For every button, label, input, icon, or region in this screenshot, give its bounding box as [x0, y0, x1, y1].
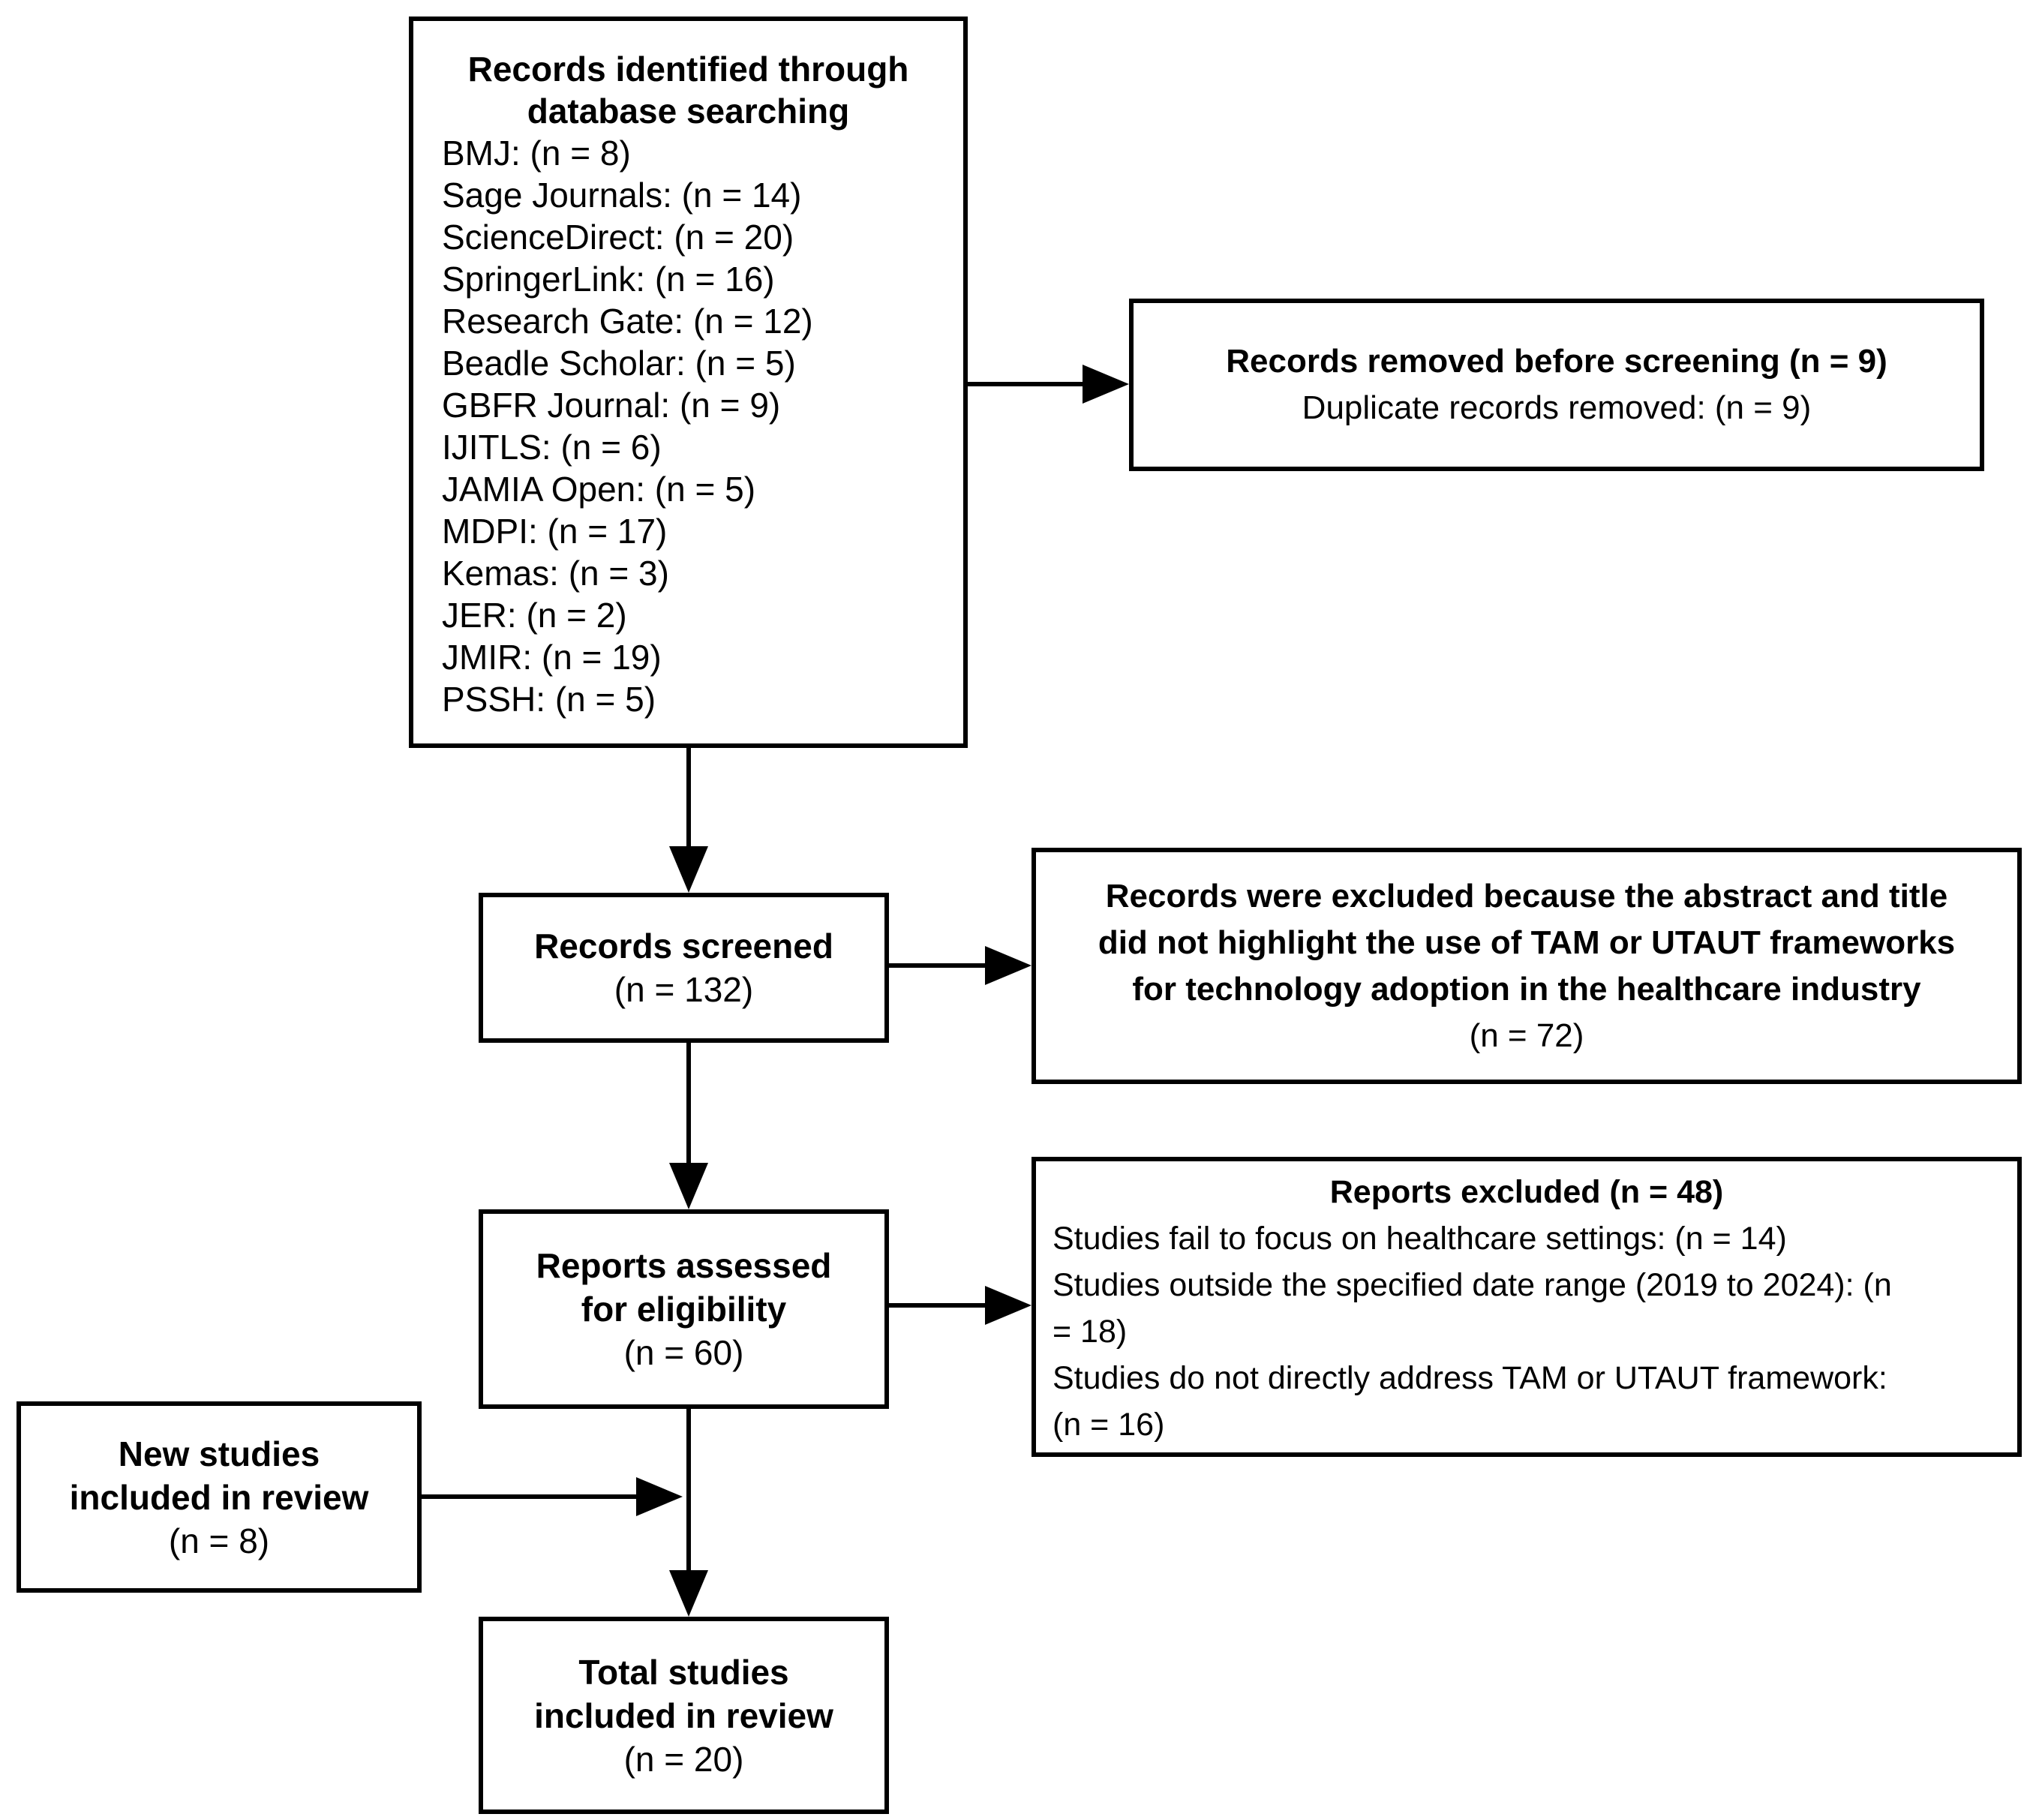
new-studies-title-line: included in review — [69, 1477, 369, 1517]
reports-assessed-box: Reports assessed for eligibility (n = 60) — [479, 1209, 889, 1409]
arrow-assessed-to-reports-excluded-head — [985, 1286, 1032, 1325]
reports-excluded-reason-line: Studies do not directly address TAM or U… — [1053, 1360, 1887, 1396]
arrow-screened-to-excluded-head — [985, 946, 1032, 985]
records-removed-box: Records removed before screening (n = 9)… — [1129, 299, 1984, 471]
abstract-exclusion-count: (n = 72) — [1469, 1017, 1584, 1054]
abstract-exclusion-reason-line: for technology adoption in the healthcar… — [1132, 970, 1921, 1008]
database-source-item: Research Gate: (n = 12) — [442, 302, 813, 341]
reports-excluded-reason-line: = 18) — [1053, 1314, 1128, 1350]
total-studies-title-line: Total studies — [578, 1652, 789, 1692]
new-studies-title-line: New studies — [118, 1434, 320, 1473]
total-studies-title-line: included in review — [534, 1695, 833, 1735]
records-screened-count: (n = 132) — [614, 970, 754, 1009]
reports-excluded-box: Reports excluded (n = 48) Studies fail t… — [1032, 1157, 2022, 1457]
database-source-item: Sage Journals: (n = 14) — [442, 176, 802, 215]
records-screened-box: Records screened (n = 132) — [479, 893, 889, 1043]
records-removed-detail: Duplicate records removed: (n = 9) — [1302, 389, 1812, 426]
abstract-exclusion-box: Records were excluded because the abstra… — [1032, 848, 2022, 1084]
identification-title-line: database searching — [527, 92, 850, 131]
reports-excluded-reason-line: (n = 16) — [1053, 1407, 1165, 1443]
abstract-exclusion-reason-line: Records were excluded because the abstra… — [1105, 877, 1948, 915]
reports-assessed-title-line: Reports assessed — [536, 1246, 832, 1285]
database-source-item: JMIR: (n = 19) — [442, 638, 662, 677]
database-source-item: JAMIA Open: (n = 5) — [442, 470, 756, 509]
reports-assessed-title-line: for eligibility — [581, 1290, 787, 1329]
total-studies-count: (n = 20) — [623, 1739, 744, 1779]
records-removed-title: Records removed before screening (n = 9) — [1226, 343, 1887, 380]
arrow-identification-to-removed-head — [1083, 365, 1129, 404]
arrow-identification-to-screened-head — [669, 846, 708, 893]
database-source-item: BMJ: (n = 8) — [442, 134, 631, 173]
arrow-assessed-to-total-head — [669, 1570, 708, 1617]
abstract-exclusion-reason-line: did not highlight the use of TAM or UTAU… — [1098, 924, 1956, 961]
reports-excluded-reason-line: Studies fail to focus on healthcare sett… — [1053, 1221, 1787, 1257]
database-source-item: PSSH: (n = 5) — [442, 680, 656, 719]
reports-assessed-count: (n = 60) — [623, 1333, 744, 1372]
database-source-list: BMJ: (n = 8)Sage Journals: (n = 14)Scien… — [413, 132, 963, 720]
reports-excluded-title: Reports excluded (n = 48) — [1329, 1174, 1724, 1210]
reports-excluded-reason-line: Studies outside the specified date range… — [1053, 1267, 1892, 1303]
database-source-item: JER: (n = 2) — [442, 596, 627, 635]
new-studies-count: (n = 8) — [168, 1521, 270, 1560]
new-studies-title: New studies included in review — [70, 1432, 369, 1519]
database-source-item: MDPI: (n = 17) — [442, 512, 668, 551]
new-studies-box: New studies included in review (n = 8) — [17, 1401, 422, 1593]
database-source-item: Beadle Scholar: (n = 5) — [442, 344, 796, 383]
identification-title-line: Records identified through — [467, 50, 909, 89]
records-screened-title: Records screened — [534, 927, 833, 966]
database-source-item: GBFR Journal: (n = 9) — [442, 386, 781, 425]
database-source-item: IJITLS: (n = 6) — [442, 428, 662, 467]
reports-excluded-reasons: Studies fail to focus on healthcare sett… — [1053, 1215, 2001, 1448]
database-source-item: SpringerLink: (n = 16) — [442, 260, 775, 299]
database-source-item: ScienceDirect: (n = 20) — [442, 218, 794, 257]
reports-assessed-title: Reports assessed for eligibility — [536, 1244, 832, 1331]
database-source-item: Kemas: (n = 3) — [442, 554, 669, 593]
arrow-screened-to-assessed-head — [669, 1163, 708, 1209]
arrow-new-studies-head — [636, 1477, 683, 1516]
abstract-exclusion-reason: Records were excluded because the abstra… — [1098, 873, 1955, 1013]
